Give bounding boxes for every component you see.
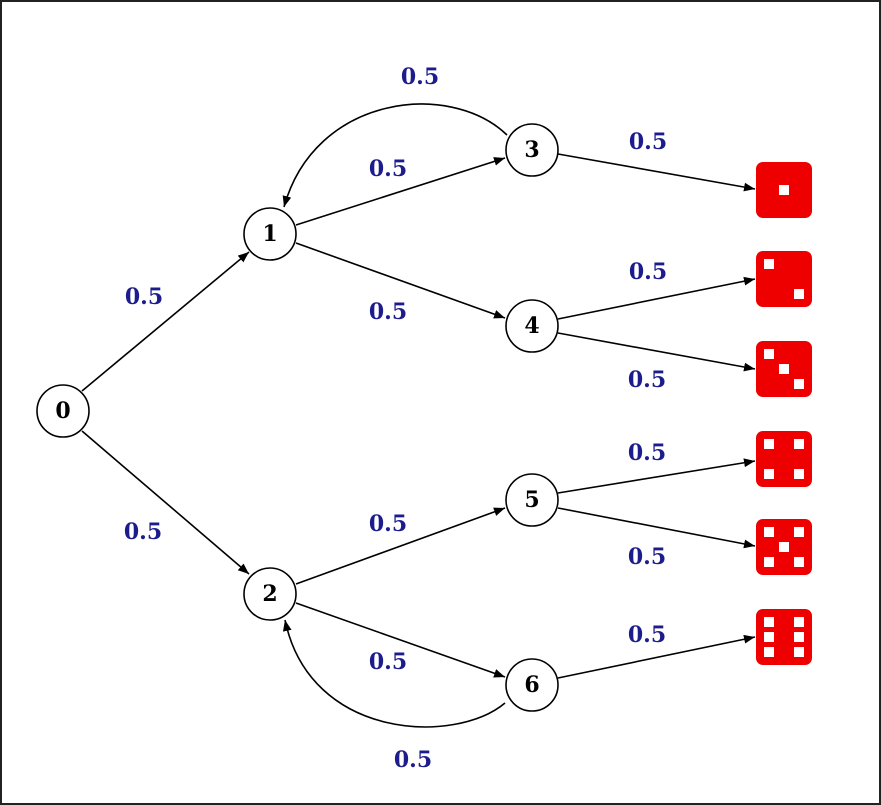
node-5: 5 — [505, 473, 559, 527]
prob-label-3-1: 0.5 — [401, 64, 439, 90]
dice-group — [756, 162, 812, 665]
prob-label-0-1: 0.5 — [125, 284, 163, 310]
die-pip — [764, 439, 774, 449]
prob-label-1-3: 0.5 — [369, 156, 407, 182]
node-4-label: 4 — [524, 313, 539, 339]
node-1-label: 1 — [262, 221, 277, 247]
prob-label-0-2: 0.5 — [124, 519, 162, 545]
die-pip — [779, 185, 789, 195]
die-face-3-icon — [756, 341, 812, 397]
die-pip — [794, 527, 804, 537]
edge-2-to-5 — [295, 507, 506, 585]
prob-label-4-d3: 0.5 — [628, 367, 666, 393]
node-2-label: 2 — [262, 581, 277, 607]
prob-label-2-6: 0.5 — [369, 649, 407, 675]
die-pip — [794, 379, 804, 389]
die-face-5-icon — [756, 519, 812, 575]
edge-0-to-1 — [81, 251, 250, 392]
edge-5-to-die-5 — [557, 507, 756, 549]
node-2: 2 — [243, 567, 297, 621]
die-face-4-icon — [756, 431, 812, 487]
node-3: 3 — [505, 123, 559, 177]
die-pip — [794, 632, 804, 642]
prob-label-5-d5: 0.5 — [628, 544, 666, 570]
edge-1-to-4 — [295, 242, 506, 319]
prob-label-5-d4: 0.5 — [628, 440, 666, 466]
edge-0-to-2 — [81, 430, 250, 575]
die-face-2-icon — [756, 251, 812, 307]
die-pip — [764, 527, 774, 537]
die-pip — [764, 557, 774, 567]
edge-6-to-die-6 — [557, 634, 756, 679]
die-pip — [764, 469, 774, 479]
die-pip — [764, 632, 774, 642]
die-pip — [764, 349, 774, 359]
node-6-label: 6 — [524, 672, 539, 698]
node-0: 0 — [36, 384, 90, 438]
prob-label-6-2: 0.5 — [394, 747, 432, 773]
die-pip — [794, 617, 804, 627]
die-pip — [794, 289, 804, 299]
die-pip — [794, 469, 804, 479]
edge-6-to-2-loop — [282, 619, 506, 728]
nodes-group: 0 1 2 3 4 5 6 — [36, 123, 559, 712]
die-pip — [764, 647, 774, 657]
die-pip — [794, 647, 804, 657]
probability-labels-group: 0.5 0.5 0.5 0.5 0.5 0.5 0.5 0.5 0.5 0.5 … — [124, 64, 667, 773]
edge-4-to-die-3 — [557, 332, 756, 372]
die-pip — [764, 259, 774, 269]
prob-label-6-d6: 0.5 — [628, 622, 666, 648]
node-0-label: 0 — [55, 398, 70, 424]
edge-4-to-die-2 — [557, 276, 756, 320]
prob-label-4-d2: 0.5 — [629, 259, 667, 285]
prob-label-1-4: 0.5 — [369, 299, 407, 325]
die-pip — [764, 617, 774, 627]
edge-1-to-3 — [295, 157, 506, 226]
edge-5-to-die-4 — [557, 458, 756, 494]
die-pip — [794, 557, 804, 567]
die-face-6-icon — [756, 609, 812, 665]
edge-3-to-die-1 — [557, 153, 756, 192]
node-1: 1 — [243, 207, 297, 261]
prob-label-3-d1: 0.5 — [629, 129, 667, 155]
die-pip — [779, 364, 789, 374]
die-pip — [794, 439, 804, 449]
die-pip — [779, 542, 789, 552]
edge-3-to-1-loop — [282, 103, 508, 208]
node-5-label: 5 — [524, 487, 539, 513]
edge-2-to-6 — [295, 602, 506, 678]
edges-group — [81, 103, 756, 728]
node-6: 6 — [505, 658, 559, 712]
prob-label-2-5: 0.5 — [369, 511, 407, 537]
node-4: 4 — [505, 299, 559, 353]
node-3-label: 3 — [524, 137, 539, 163]
die-face-1-icon — [756, 162, 812, 218]
